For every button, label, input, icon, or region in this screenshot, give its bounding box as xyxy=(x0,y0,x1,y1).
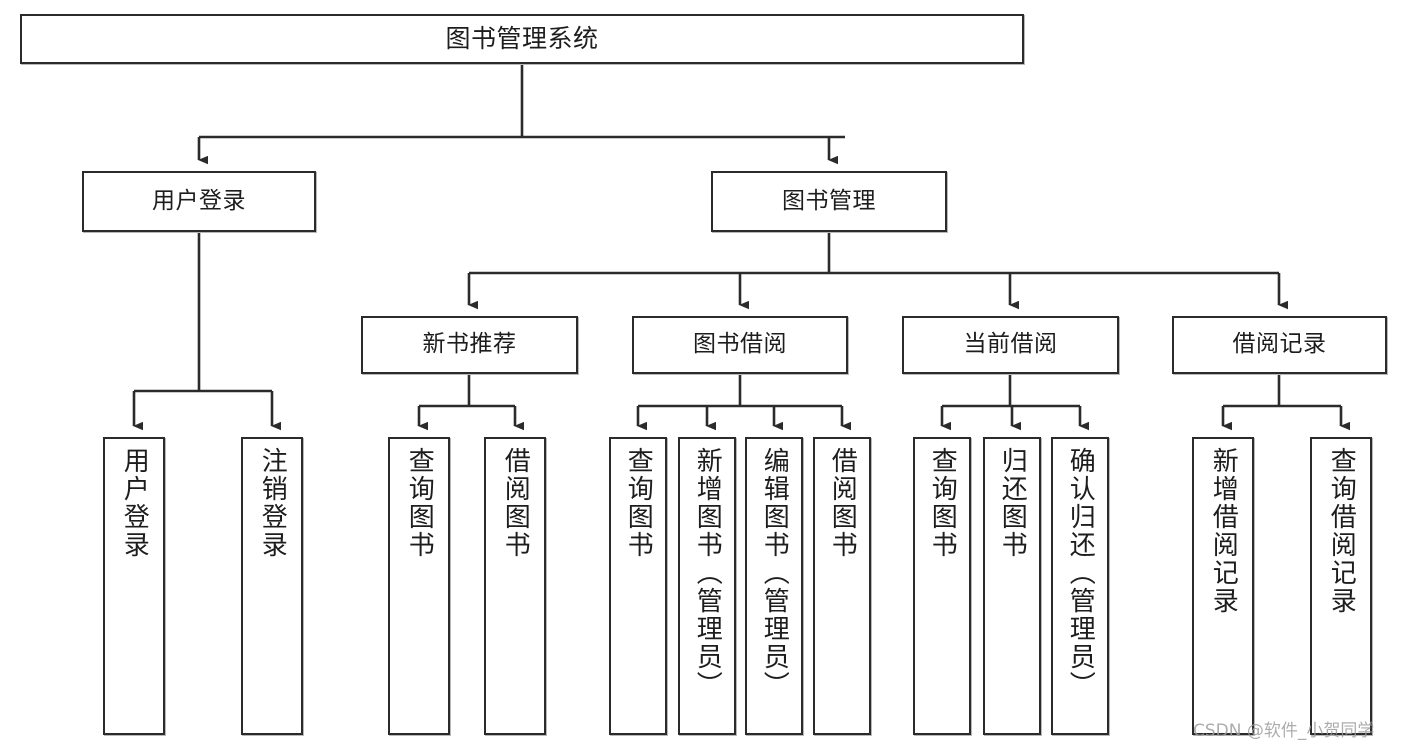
node-leaf-confirm-return[interactable]: 确认归还（管理员） xyxy=(1051,437,1109,735)
node-book-manage-label: 图书管理 xyxy=(782,187,876,214)
node-leaf-query-book-current[interactable]: 查询图书 xyxy=(913,437,971,735)
node-leaf-edit-book[interactable]: 编辑图书（管理员） xyxy=(745,437,803,735)
node-new-book-recommend-label: 新书推荐 xyxy=(422,331,517,358)
watermark-text: CSDN @软件_小贺同学 xyxy=(1193,721,1375,741)
edge-new-book-recommend-to-leaves xyxy=(417,374,524,431)
node-current-borrow-label: 当前借阅 xyxy=(963,331,1058,358)
node-leaf-borrow-book-label: 借阅图书 xyxy=(827,447,858,559)
edge-root-to-level2 xyxy=(197,64,845,165)
node-book-borrow[interactable]: 图书借阅 xyxy=(632,316,848,374)
edge-user-login-to-leaves xyxy=(132,232,281,431)
node-leaf-add-book[interactable]: 新增图书（管理员） xyxy=(678,437,736,735)
node-leaf-user-login-label: 用户登录 xyxy=(119,447,150,559)
node-borrow-record-label: 借阅记录 xyxy=(1232,331,1327,358)
node-leaf-query-borrow-record[interactable]: 查询借阅记录 xyxy=(1310,437,1372,735)
edge-current-borrow-to-leaves xyxy=(940,374,1089,431)
node-user-login-label: 用户登录 xyxy=(152,187,246,214)
node-user-login[interactable]: 用户登录 xyxy=(82,171,316,232)
node-leaf-borrow-book[interactable]: 借阅图书 xyxy=(813,437,871,735)
node-leaf-add-borrow-record-label: 新增借阅记录 xyxy=(1208,447,1239,615)
node-leaf-query-book-recommend[interactable]: 查询图书 xyxy=(388,437,450,735)
node-leaf-confirm-return-label: 确认归还（管理员） xyxy=(1065,447,1096,699)
node-book-manage[interactable]: 图书管理 xyxy=(711,171,947,232)
node-root-label: 图书管理系统 xyxy=(445,24,599,54)
node-leaf-add-borrow-record[interactable]: 新增借阅记录 xyxy=(1192,437,1254,735)
node-leaf-query-book-current-label: 查询图书 xyxy=(927,447,958,559)
edge-book-borrow-to-leaves xyxy=(636,374,851,431)
node-borrow-record[interactable]: 借阅记录 xyxy=(1172,316,1387,374)
node-book-borrow-label: 图书借阅 xyxy=(693,331,787,358)
node-leaf-return-book-label: 归还图书 xyxy=(997,447,1028,559)
node-root[interactable]: 图书管理系统 xyxy=(20,14,1024,64)
node-current-borrow[interactable]: 当前借阅 xyxy=(902,316,1119,374)
edge-book-manage-to-level3 xyxy=(467,232,1288,310)
node-leaf-query-book-borrow-label: 查询图书 xyxy=(623,447,654,559)
node-leaf-borrow-book-recommend-label: 借阅图书 xyxy=(500,447,531,559)
node-leaf-query-book-borrow[interactable]: 查询图书 xyxy=(609,437,667,735)
edge-borrow-record-to-leaves xyxy=(1221,374,1350,431)
node-leaf-return-book[interactable]: 归还图书 xyxy=(983,437,1041,735)
node-leaf-query-borrow-record-label: 查询借阅记录 xyxy=(1326,447,1357,615)
node-leaf-query-book-recommend-label: 查询图书 xyxy=(404,447,435,559)
node-new-book-recommend[interactable]: 新书推荐 xyxy=(361,316,578,374)
node-leaf-borrow-book-recommend[interactable]: 借阅图书 xyxy=(484,437,546,735)
node-leaf-user-login[interactable]: 用户登录 xyxy=(103,437,165,735)
node-leaf-user-logout[interactable]: 注销登录 xyxy=(241,437,303,735)
node-leaf-add-book-label: 新增图书（管理员） xyxy=(692,447,723,699)
node-leaf-edit-book-label: 编辑图书（管理员） xyxy=(759,447,790,699)
node-leaf-user-logout-label: 注销登录 xyxy=(257,447,288,559)
